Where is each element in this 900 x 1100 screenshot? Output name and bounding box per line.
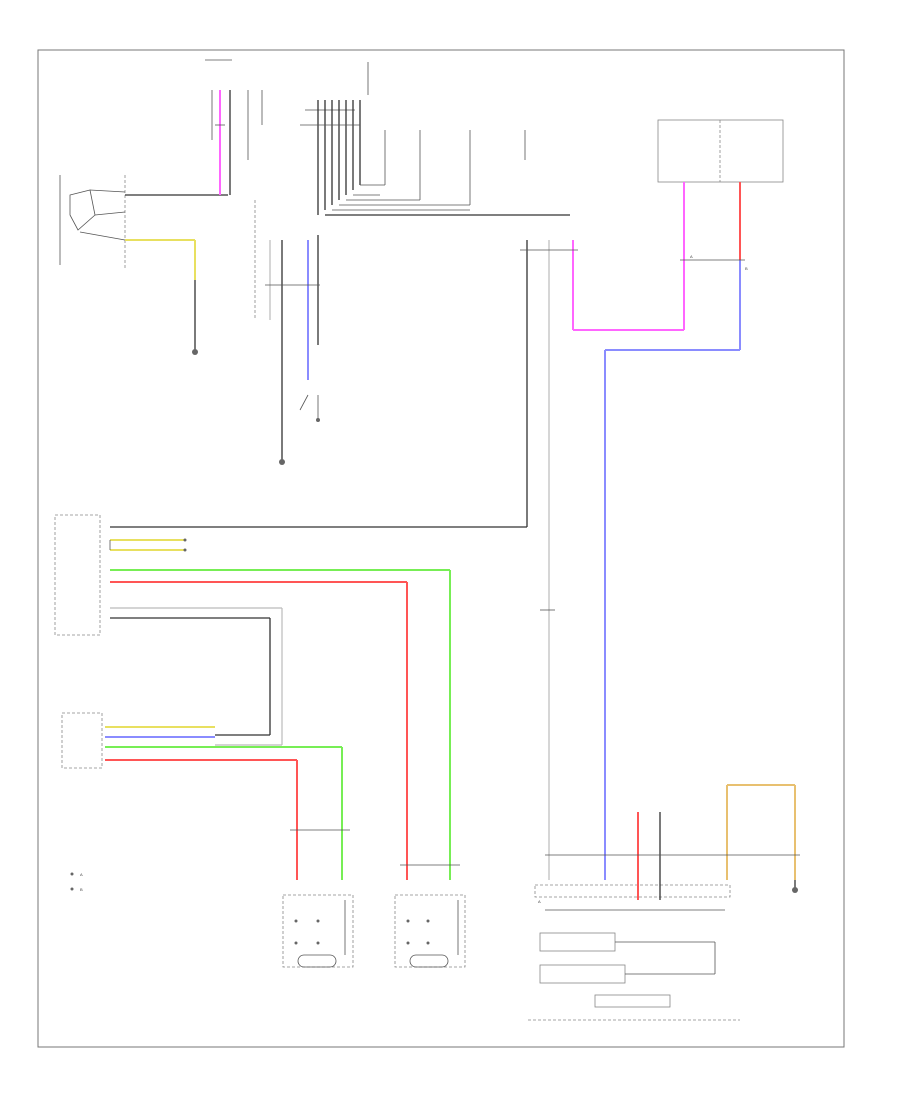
- note-line-b: B: [80, 887, 83, 892]
- light-control-switch: [59, 175, 126, 270]
- occupant-detection-ecu: [54, 514, 187, 636]
- pin-label-b1: B: [745, 266, 748, 271]
- ground-point-2: [279, 459, 285, 465]
- legend-notes: A B: [70, 872, 83, 892]
- pin-label-a1: A: [690, 254, 693, 259]
- meter-pin-a: A: [538, 899, 541, 904]
- ground-point-1: [192, 349, 198, 355]
- relay-box: [657, 119, 784, 183]
- top-junction-connector: [205, 59, 263, 320]
- inline-connectors: A B: [215, 124, 800, 866]
- occupant-classification-sensor: [61, 712, 103, 769]
- ground-point-3: [792, 887, 798, 893]
- note-line-a: A: [80, 872, 83, 877]
- center-harness-bus: [305, 62, 570, 216]
- combination-meter: A: [528, 884, 740, 1021]
- rh-buckle-switch: [282, 894, 354, 968]
- diagram-frame: [37, 49, 845, 1048]
- door-courtesy-switch: [299, 394, 320, 422]
- lh-buckle-switch: [394, 894, 466, 968]
